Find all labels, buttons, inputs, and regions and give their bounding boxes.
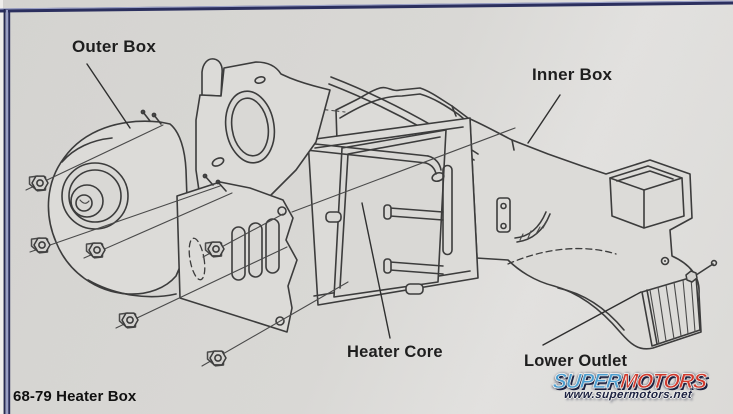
mounting-plate-drawing (176, 173, 298, 333)
figure-caption: 68-79 Heater Box (13, 388, 137, 405)
label-inner-box: Inner Box (532, 65, 613, 84)
supermotors-watermark: SUPERMOTORS www.supermotors.net (527, 370, 730, 401)
label-lower-outlet: Lower Outlet (524, 352, 628, 370)
label-heater-core: Heater Core (347, 343, 443, 361)
mounting-screw (685, 259, 718, 283)
leader-lines (86, 63, 642, 346)
heater-core-drawing (302, 76, 479, 306)
assembly-axis-lines (25, 124, 516, 367)
label-outer-box: Outer Box (72, 37, 156, 56)
